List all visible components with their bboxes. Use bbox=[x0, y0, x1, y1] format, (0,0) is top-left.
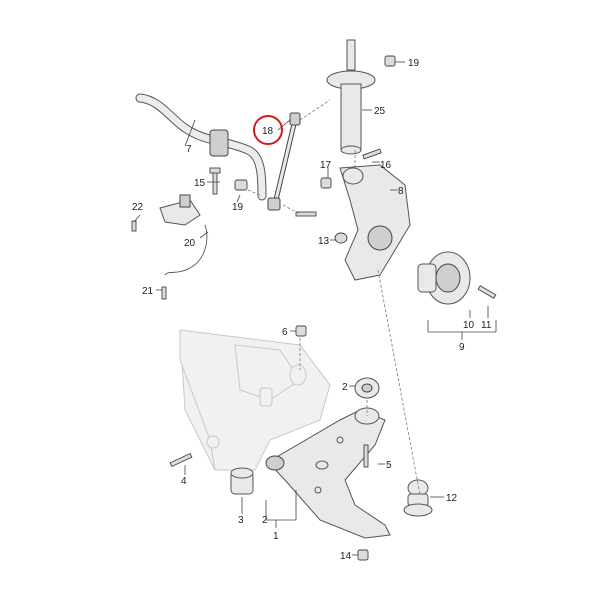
bonded-rubber-bush-3 bbox=[230, 467, 254, 495]
callout-labels: 7 18 19 25 16 17 8 15 19 22 20 21 13 6 2… bbox=[132, 58, 492, 562]
callout-2-mount: 2 bbox=[342, 382, 348, 393]
callout-15: 15 bbox=[194, 178, 206, 189]
stabilizer-bar bbox=[135, 93, 267, 201]
wheel-hub bbox=[417, 251, 471, 305]
callout-18: 18 bbox=[262, 126, 274, 137]
callout-19-top: 19 bbox=[408, 58, 420, 69]
callout-14: 14 bbox=[340, 551, 352, 562]
callout-17: 17 bbox=[320, 160, 332, 171]
level-sensor bbox=[159, 194, 208, 276]
callout-4: 4 bbox=[181, 476, 187, 487]
callout-6: 6 bbox=[282, 327, 288, 338]
subframe bbox=[179, 329, 331, 471]
mounting-rubber-2 bbox=[354, 377, 380, 399]
highlight-circle-18 bbox=[253, 115, 283, 145]
callout-16: 16 bbox=[380, 160, 392, 171]
wishbone bbox=[265, 407, 391, 539]
coupling-rod bbox=[267, 112, 301, 211]
callout-5: 5 bbox=[386, 460, 392, 471]
callout-13: 13 bbox=[318, 236, 330, 247]
callout-9: 9 bbox=[459, 342, 465, 353]
callout-20: 20 bbox=[184, 238, 196, 249]
leader-lines bbox=[133, 61, 497, 556]
assembly-lines bbox=[247, 99, 421, 496]
callout-21: 21 bbox=[142, 286, 154, 297]
callout-12: 12 bbox=[446, 493, 458, 504]
callout-11: 11 bbox=[481, 320, 492, 331]
callout-3: 3 bbox=[238, 515, 244, 526]
callout-7: 7 bbox=[186, 144, 192, 155]
callout-25: 25 bbox=[374, 106, 386, 117]
callout-19-bar: 19 bbox=[232, 202, 244, 213]
callout-2-bush: 2 bbox=[262, 515, 268, 526]
callout-22: 22 bbox=[132, 202, 144, 213]
callout-1: 1 bbox=[273, 531, 279, 542]
strut bbox=[326, 39, 376, 155]
fasteners bbox=[131, 55, 497, 561]
callout-10: 10 bbox=[463, 320, 475, 331]
callout-8: 8 bbox=[398, 186, 404, 197]
ball-joint bbox=[403, 479, 433, 517]
wheel-bearing-housing bbox=[339, 164, 411, 281]
